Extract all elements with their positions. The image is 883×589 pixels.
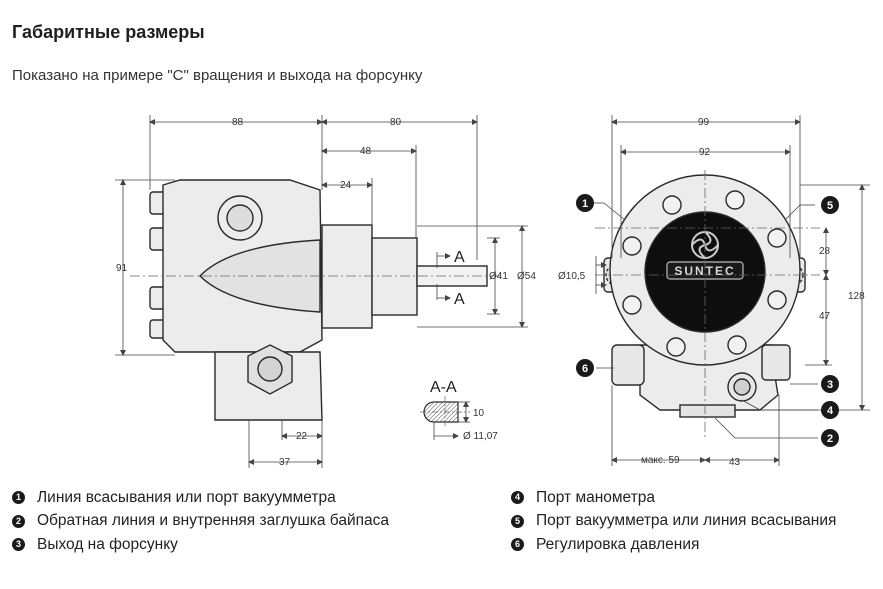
legend-text: Порт вакуумметра или линия всасывания — [536, 512, 837, 530]
dim-88: 88 — [232, 117, 244, 128]
dim-48: 48 — [360, 146, 372, 157]
legend-item: 5 Порт вакуумметра или линия всасывания — [511, 510, 836, 534]
dim-d41: Ø41 — [489, 271, 508, 282]
callout-2-label: 2 — [827, 433, 833, 445]
legend-number: 3 — [12, 538, 25, 552]
legend-left: 1 Линия всасывания или порт вакуумметра 2… — [12, 486, 389, 557]
dim-max-59: макс. 59 — [641, 455, 680, 466]
page-subtitle: Показано на примере "С" вращения и выход… — [12, 67, 423, 84]
front-view — [603, 174, 806, 418]
callout-3-label: 3 — [827, 379, 833, 391]
callout-4: 4 — [821, 401, 839, 419]
legend-text: Обратная линия и внутренняя заглушка бай… — [37, 512, 389, 530]
callouts: 1 5 6 3 4 2 — [576, 194, 839, 447]
dim-128: 128 — [848, 291, 865, 302]
legend-number: 5 — [511, 514, 524, 528]
dim-43: 43 — [729, 457, 741, 468]
legend-number: 4 — [511, 491, 524, 505]
callout-6: 6 — [576, 359, 594, 377]
dim-47: 47 — [819, 311, 831, 322]
side-view — [149, 179, 488, 421]
dim-80: 80 — [390, 117, 402, 128]
legend-item: 6 Регулировка давления — [511, 533, 836, 557]
legend-number: 1 — [12, 491, 25, 505]
dim-24: 24 — [340, 180, 352, 191]
dim-28: 28 — [819, 246, 831, 257]
dim-10: 10 — [473, 408, 485, 419]
dim-91: 91 — [116, 263, 128, 274]
side-view-dimensions — [115, 115, 528, 468]
legend-text: Выход на форсунку — [37, 535, 178, 553]
callout-4-label: 4 — [827, 405, 834, 417]
page-title: Габаритные размеры — [12, 22, 205, 42]
legend-text: Порт манометра — [536, 488, 656, 506]
legend-text: Линия всасывания или порт вакуумметра — [37, 488, 336, 506]
dim-99: 99 — [698, 117, 710, 128]
legend-number: 2 — [12, 514, 25, 528]
section-a-a — [420, 396, 470, 440]
callout-5-label: 5 — [827, 200, 833, 212]
dim-d11-07: Ø 11,07 — [463, 431, 498, 442]
legend-item: 3 Выход на форсунку — [12, 533, 389, 557]
dim-37: 37 — [279, 457, 291, 468]
legend-item: 4 Порт манометра — [511, 486, 836, 510]
legend-right: 4 Порт манометра 5 Порт вакуумметра или ли… — [511, 486, 836, 557]
legend-item: 1 Линия всасывания или порт вакуумметра — [12, 486, 389, 510]
callout-1-label: 1 — [582, 198, 588, 210]
callout-1: 1 — [576, 194, 594, 212]
dim-d54: Ø54 — [517, 271, 536, 282]
dim-d10-5: Ø10,5 — [558, 271, 586, 282]
callout-2: 2 — [821, 429, 839, 447]
brand-text: SUNTEC — [674, 264, 735, 278]
callout-3: 3 — [821, 375, 839, 393]
legend-number: 6 — [511, 538, 524, 552]
section-label: А-А — [430, 379, 457, 396]
section-marker-top: А — [454, 249, 465, 266]
callout-6-label: 6 — [582, 363, 588, 375]
dim-92: 92 — [699, 147, 711, 158]
section-marker-bottom: А — [454, 291, 465, 308]
legend-text: Регулировка давления — [536, 535, 700, 553]
dim-22: 22 — [296, 431, 308, 442]
callout-5: 5 — [821, 196, 839, 214]
front-view-dimensions — [594, 115, 870, 466]
legend-item: 2 Обратная линия и внутренняя заглушка ба… — [12, 510, 389, 534]
